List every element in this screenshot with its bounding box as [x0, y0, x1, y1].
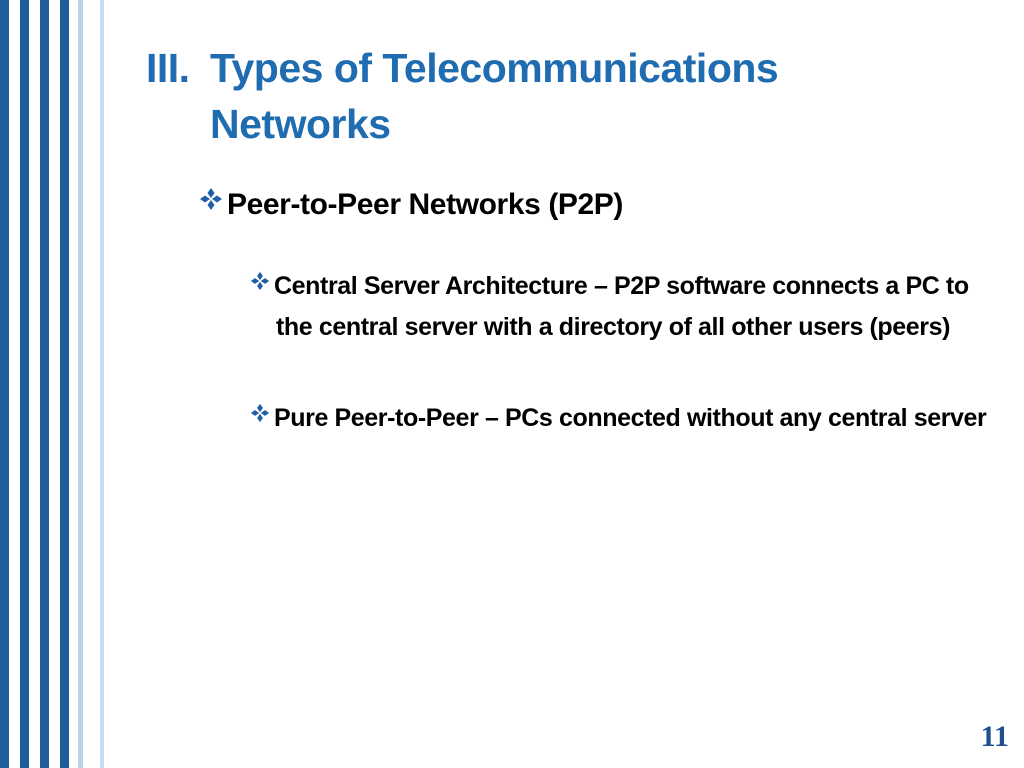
page-number: 11 — [980, 720, 1009, 753]
title-number: III. — [146, 45, 190, 91]
four-diamond-icon — [200, 188, 222, 210]
four-diamond-icon — [250, 271, 270, 291]
bullet-text: Peer-to-Peer Networks (P2P) — [227, 188, 624, 221]
four-diamond-icon — [250, 403, 270, 423]
slide-title: III. Types of Telecommunications Networks — [146, 40, 779, 152]
sub-bullet-text: Central Server Architecture – P2P softwa… — [274, 272, 969, 341]
stripe-dark — [0, 0, 9, 768]
sub-bullet-pure-p2p: Pure Peer-to-Peer – PCs connected withou… — [250, 398, 990, 439]
stripe-light — [100, 0, 104, 768]
sub-bullet-text: Pure Peer-to-Peer – PCs connected withou… — [274, 404, 987, 432]
bullet-peer-to-peer: Peer-to-Peer Networks (P2P) — [199, 188, 623, 222]
title-line-2: Networks — [210, 101, 391, 147]
decorative-stripes — [0, 0, 110, 768]
title-line-1: Types of Telecommunications — [210, 45, 779, 91]
stripe-dark — [20, 0, 29, 768]
stripe-dark — [40, 0, 49, 768]
stripe-light — [78, 0, 83, 768]
stripe-dark — [60, 0, 69, 768]
sub-bullet-central-server: Central Server Architecture – P2P softwa… — [250, 266, 990, 348]
